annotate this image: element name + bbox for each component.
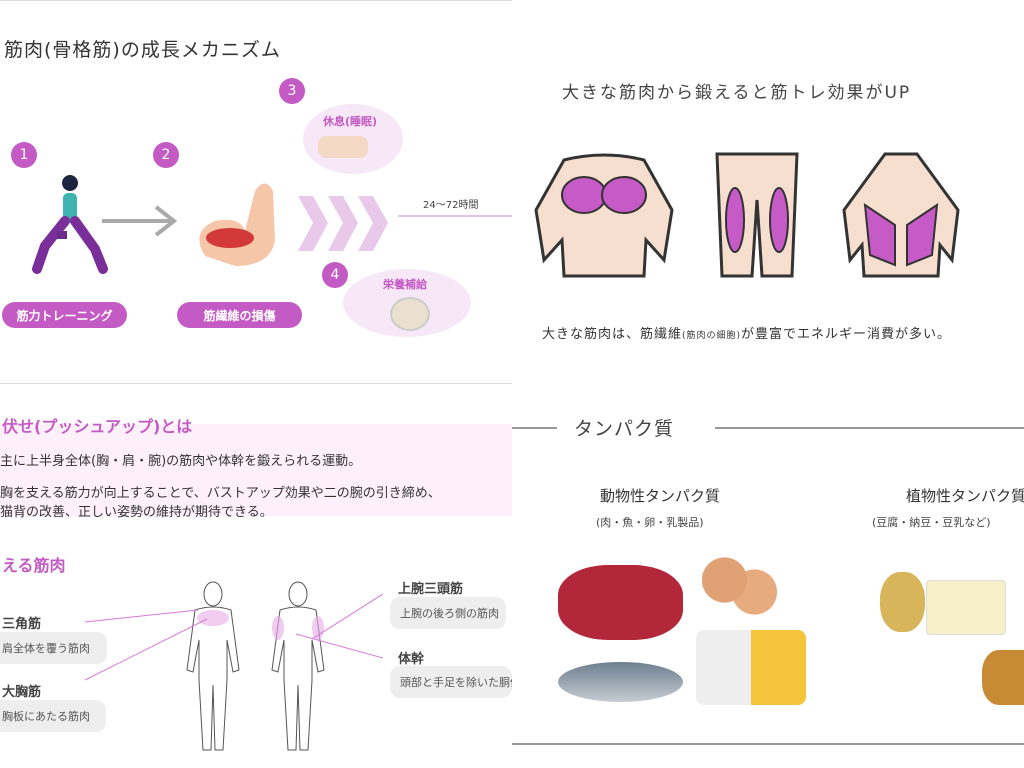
caption-small: (筋肉の細胞) xyxy=(682,331,742,341)
protein-panel: タンパク質 動物性タンパク質 (肉・魚・卵・乳製品) 植物性タンパク質 (豆腐・… xyxy=(512,390,1024,768)
pushup-desc-bg xyxy=(0,424,512,516)
step-label-1: 筋力トレーニング xyxy=(2,302,127,328)
pushup-line1: 主に上半身全体(胸・肩・腕)の筋肉や体幹を鍛えられる運動。 xyxy=(0,454,362,469)
muscle-desc-triceps: 上腕の後ろ側の筋肉 xyxy=(390,597,506,629)
muscle-name-triceps: 上腕三頭筋 xyxy=(398,582,464,597)
soy-beans-image xyxy=(880,572,925,632)
arrow-icon xyxy=(102,205,178,237)
protein-title: タンパク質 xyxy=(574,418,675,440)
caption-part-b: が豊富でエネルギー消費が多い。 xyxy=(741,327,952,342)
animal-protein-title: 動物性タンパク質 xyxy=(600,487,721,505)
chevron-arrows-icon xyxy=(298,196,388,251)
step-badge-4: 4 xyxy=(322,262,348,288)
muscle-name-deltoid: 三角筋 xyxy=(2,617,42,632)
big-muscle-panel: 大きな筋肉から鍛えると筋トレ効果がUP 大きな筋肉は、筋繊維(筋肉の細胞)が豊富… xyxy=(512,0,1024,390)
plant-protein-sub: (豆腐・納豆・豆乳など) xyxy=(872,516,991,529)
muscle-name-pectoral: 大胸筋 xyxy=(2,685,42,700)
pushup-line2: 胸を支える筋力が向上することで、バストアップ効果や二の腕の引き締め、 xyxy=(0,486,441,501)
natto-image xyxy=(982,650,1024,705)
big-muscle-caption: 大きな筋肉は、筋繊維(筋肉の細胞)が豊富でエネルギー消費が多い。 xyxy=(542,323,951,342)
protein-line-right xyxy=(715,427,1024,429)
step-badge-3: 3 xyxy=(279,78,305,104)
duration-arrow xyxy=(398,215,512,217)
pointer-lines xyxy=(84,593,384,681)
step-label-3: 休息(睡眠) xyxy=(323,115,378,128)
muscle-name-core: 体幹 xyxy=(398,652,425,667)
tofu-image xyxy=(926,580,1006,635)
mechanism-title: 筋肉(骨格筋)の成長メカニズム xyxy=(4,39,281,61)
step-label-2: 筋繊維の損傷 xyxy=(177,302,302,328)
fish-image xyxy=(558,662,683,702)
muscle-desc-pectoral: 胸板にあたる筋肉 xyxy=(0,700,106,732)
muscle-desc-core: 頭部と手足を除いた胴体 xyxy=(390,666,512,698)
duration-label: 24〜72時間 xyxy=(423,200,479,211)
muscles-title: える筋肉 xyxy=(2,556,66,575)
pushup-line3: 猫背の改善、正しい姿勢の維持が期待できる。 xyxy=(0,505,273,520)
body-back-illustration xyxy=(271,581,325,751)
dairy-image xyxy=(696,630,806,705)
pushup-panel: 伏せ(プッシュアップ)とは 主に上半身全体(胸・肩・腕)の筋肉や体幹を鍛えられる… xyxy=(0,384,512,768)
sleeping-person-illustration xyxy=(318,136,368,158)
caption-part-a: 大きな筋肉は、筋繊維 xyxy=(542,327,683,342)
upper-body-muscle-icon xyxy=(534,153,674,278)
muscle-desc-deltoid: 肩全体を覆う筋肉 xyxy=(0,632,107,664)
mechanism-panel: 筋肉(骨格筋)の成長メカニズム 1 2 3 4 休息(睡眠) 栄養補給 24〜7… xyxy=(0,0,512,383)
bottom-line xyxy=(512,743,1024,745)
big-muscle-title: 大きな筋肉から鍛えると筋トレ効果がUP xyxy=(562,83,912,103)
back-muscle-icon xyxy=(842,152,960,278)
pushup-title: 伏せ(プッシュアップ)とは xyxy=(2,417,193,436)
eggs-image xyxy=(702,556,777,616)
flexed-arm-illustration xyxy=(199,183,275,266)
body-front-illustration xyxy=(186,581,240,751)
animal-protein-sub: (肉・魚・卵・乳製品) xyxy=(596,516,704,529)
meal-plate-illustration xyxy=(390,297,430,331)
step-label-4: 栄養補給 xyxy=(383,278,427,291)
meat-image xyxy=(558,565,683,640)
lunge-figure-illustration xyxy=(32,175,108,274)
protein-line-left xyxy=(512,427,557,429)
step-badge-1: 1 xyxy=(11,142,37,168)
plant-protein-title: 植物性タンパク質 xyxy=(906,487,1024,505)
divider xyxy=(0,383,512,384)
legs-muscle-icon xyxy=(715,152,799,278)
step-badge-2: 2 xyxy=(153,142,179,168)
